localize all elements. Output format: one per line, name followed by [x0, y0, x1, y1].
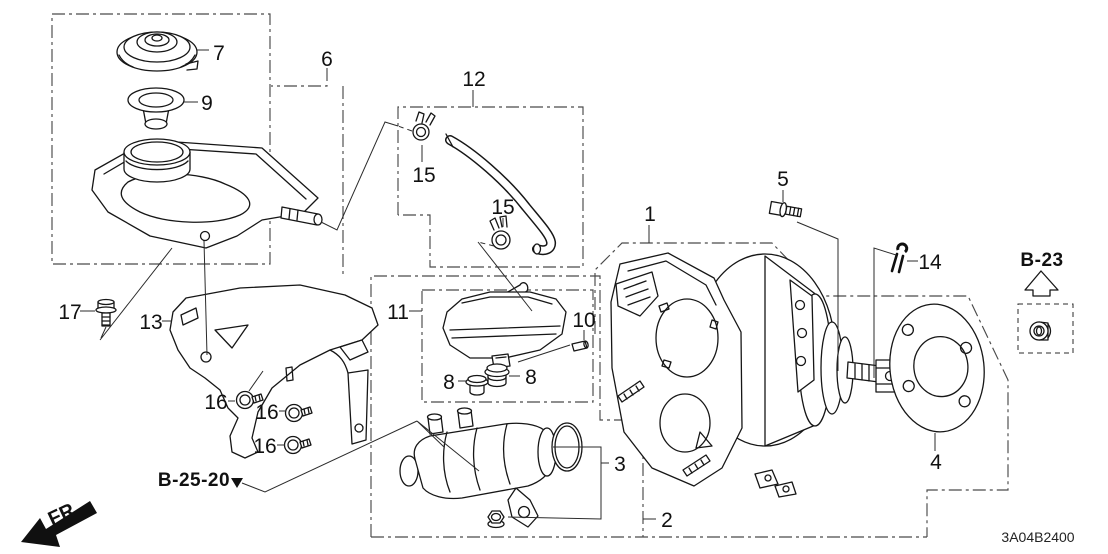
gasket-drawing	[889, 303, 985, 433]
callout-9: 9	[201, 92, 213, 115]
callout-6: 6	[321, 48, 333, 71]
ref-label-b23: B-23	[1020, 250, 1063, 271]
bolt-5-drawing	[768, 200, 803, 218]
b23-arrow-icon	[1024, 270, 1059, 297]
bracket-drawing	[169, 284, 379, 459]
grommet-left-drawing	[465, 374, 489, 396]
front-direction-arrow	[21, 501, 97, 547]
connector-label-6	[271, 68, 328, 87]
boundary-booster-group	[594, 242, 1009, 537]
b23-nut-drawing	[1017, 303, 1074, 354]
grommet-right-drawing	[484, 363, 510, 388]
lock-pin-drawing	[890, 242, 909, 274]
callout-13: 13	[139, 311, 162, 334]
boundary-sub-reservoir-group	[421, 289, 594, 403]
callout-16c: 16	[253, 435, 276, 458]
bolt-16b-drawing	[284, 403, 313, 423]
b23-dashed-box	[1017, 303, 1074, 354]
callout-16b: 16	[255, 401, 278, 424]
clamp-15b-drawing	[489, 215, 511, 250]
bolt-16c-drawing	[283, 435, 312, 455]
callout-16a: 16	[204, 391, 227, 414]
front-direction-label: FR.	[45, 497, 83, 531]
boundary-hose-group	[397, 106, 584, 268]
bolt-16a-drawing	[235, 390, 264, 410]
boundary-reservoir-group	[51, 13, 271, 265]
booster-drawing	[610, 252, 903, 498]
callout-1: 1	[644, 203, 656, 226]
callout-3: 3	[614, 453, 626, 476]
callout-8a: 8	[443, 371, 455, 394]
callout-11: 11	[387, 301, 409, 324]
reservoir-seal-drawing	[127, 87, 185, 130]
hose-drawing	[445, 133, 557, 256]
callout-15b: 15	[491, 196, 514, 219]
diagram-code: 3A04B2400	[1001, 529, 1074, 545]
callout-8b: 8	[525, 366, 537, 389]
reservoir-tank-drawing	[91, 138, 323, 249]
b2520-leader-arrowhead	[231, 478, 243, 488]
sub-reservoir-drawing	[442, 282, 567, 369]
callout-5: 5	[777, 168, 789, 191]
pin-drawing	[571, 340, 589, 352]
callout-10: 10	[572, 309, 595, 332]
callout-4: 4	[930, 451, 942, 474]
callout-14: 14	[918, 251, 942, 274]
callout-2: 2	[661, 509, 673, 532]
callout-15a: 15	[412, 164, 435, 187]
bolt-17-drawing	[95, 298, 117, 327]
reservoir-cap-drawing	[116, 31, 199, 72]
nut-drawing	[487, 510, 505, 529]
ref-label-b25-20: B-25-20	[158, 470, 230, 491]
leader-lines	[80, 49, 936, 520]
callout-12: 12	[462, 68, 485, 91]
callout-7: 7	[213, 42, 225, 65]
clamp-15a-drawing	[412, 111, 436, 141]
callout-17: 17	[58, 301, 81, 324]
